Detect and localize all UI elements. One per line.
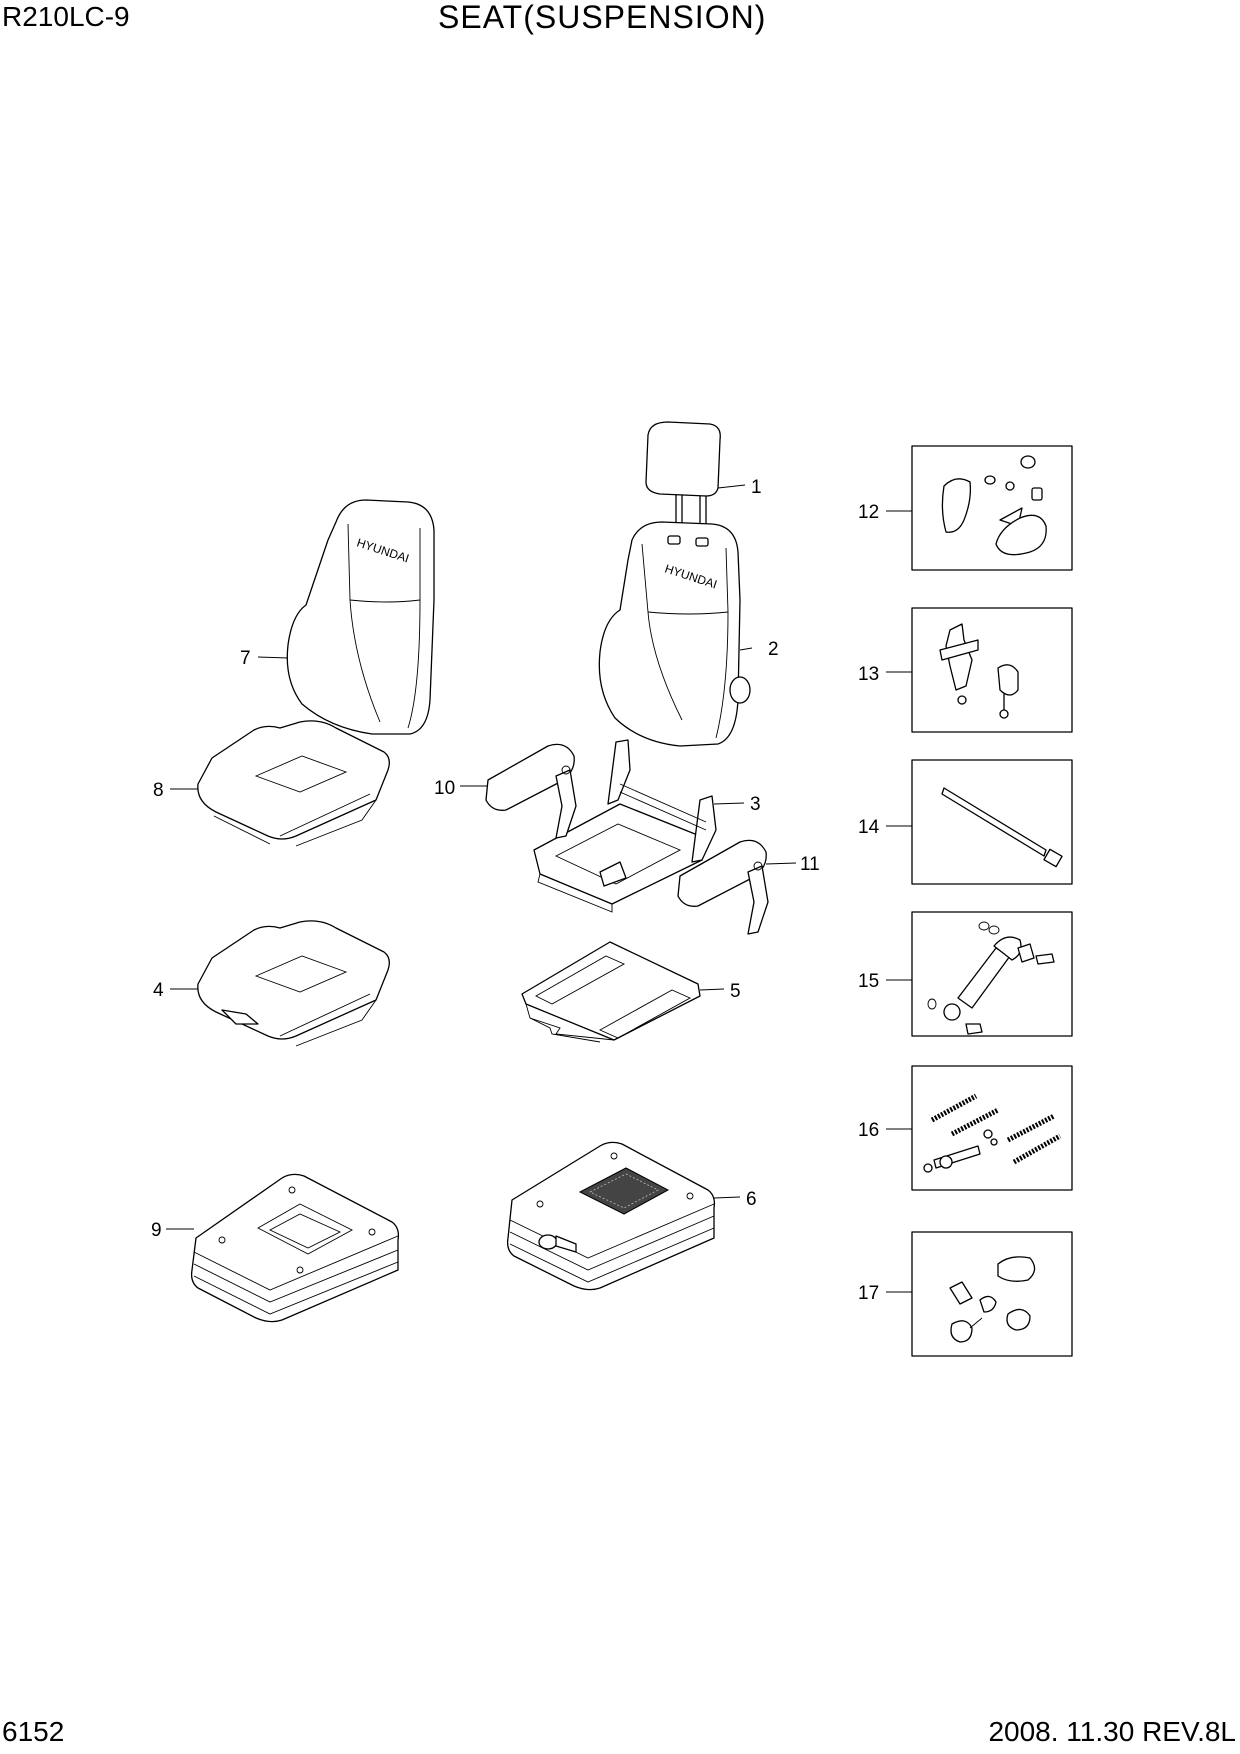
- callout-8: 8: [153, 780, 164, 801]
- page-number: 6152: [2, 1716, 65, 1747]
- callout-5: 5: [730, 981, 741, 1002]
- callout-17: 17: [858, 1283, 879, 1304]
- kit-box-16[interactable]: [886, 1065, 1073, 1191]
- callout-10: 10: [434, 778, 455, 799]
- callout-13: 13: [858, 664, 879, 685]
- part-seat-frame[interactable]: [533, 739, 745, 913]
- part-backrest-cushion[interactable]: HYUNDAI: [257, 499, 435, 735]
- part-suspension-base-9[interactable]: [166, 1173, 400, 1323]
- part-headrest[interactable]: [645, 421, 746, 531]
- kit-box-12[interactable]: [886, 445, 1073, 571]
- callout-15: 15: [858, 971, 879, 992]
- callout-16: 16: [858, 1120, 879, 1141]
- revision-label: 2008. 11.30 REV.8L: [988, 1716, 1236, 1747]
- kit-box-14[interactable]: [886, 759, 1073, 885]
- kit-box-15[interactable]: [886, 911, 1073, 1037]
- callout-4: 4: [153, 980, 164, 1001]
- page-title: SEAT(SUSPENSION): [438, 0, 767, 35]
- part-backrest-assembly[interactable]: HYUNDAI: [598, 521, 753, 747]
- model-label: R210LC-9: [2, 1, 130, 32]
- callout-1: 1: [751, 477, 762, 498]
- callout-14: 14: [858, 817, 880, 838]
- part-armrest-left[interactable]: [460, 743, 577, 839]
- callout-9: 9: [151, 1220, 162, 1241]
- part-armrest-right[interactable]: [677, 839, 797, 935]
- kit-box-17[interactable]: [886, 1231, 1073, 1357]
- callout-3: 3: [750, 794, 761, 815]
- callout-7: 7: [240, 648, 251, 669]
- part-slide-rail[interactable]: [521, 941, 725, 1043]
- callout-12: 12: [858, 502, 879, 523]
- part-seat-cushion-4[interactable]: [170, 920, 390, 1047]
- part-seat-cushion-8[interactable]: [170, 720, 390, 847]
- callout-6: 6: [746, 1189, 757, 1210]
- callout-2: 2: [768, 639, 779, 660]
- callout-11: 11: [800, 854, 820, 875]
- part-suspension-base-6[interactable]: [506, 1141, 741, 1291]
- kit-box-13[interactable]: [886, 607, 1073, 733]
